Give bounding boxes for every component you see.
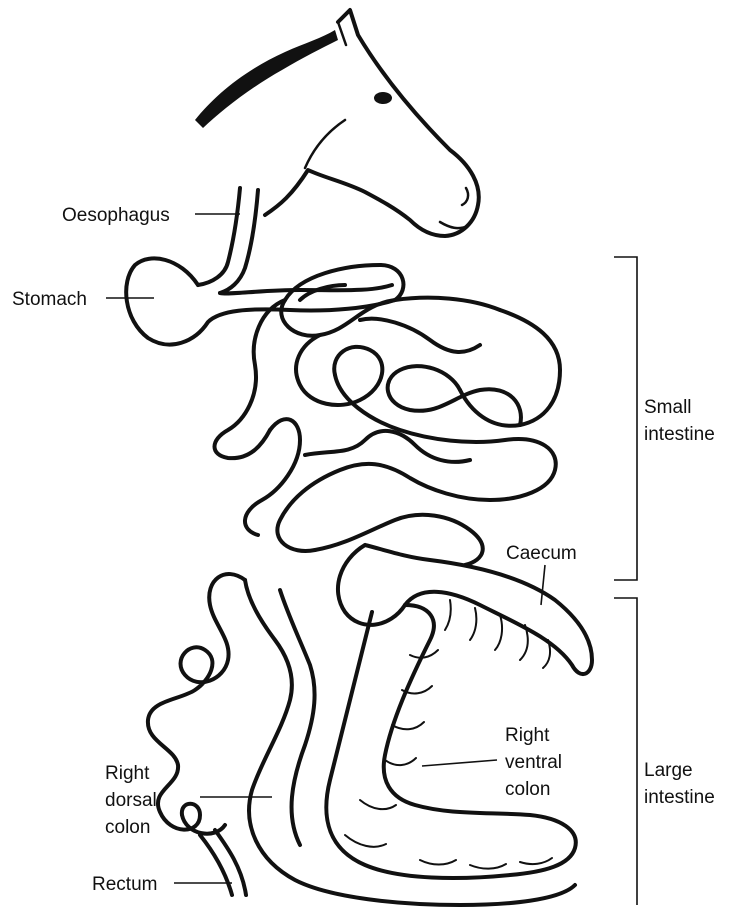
caecum-label: Caecum [506,543,577,564]
horse-mouth [440,222,468,228]
right-dorsal-colon-label-line3: colon [105,817,150,838]
oesophagus-label: Oesophagus [62,205,170,226]
large-intestine-label-line2: intestine [644,787,715,808]
small-intestine-bracket [614,257,637,580]
horse-mane [195,30,338,128]
right-dorsal-colon-label-line2: dorsal [105,790,157,811]
caecum [338,545,592,674]
horse-nostril [462,188,468,205]
rectum-label: Rectum [92,874,157,895]
horse-eye [374,92,392,104]
small-intestine-label-line2: intestine [644,424,715,445]
large-intestine-label-line1: Large [644,760,693,781]
horse-jaw [305,120,345,168]
caecum-leader [541,565,545,605]
right-ventral-colon-label-line2: ventral [505,752,562,773]
right-ventral-colon-leader [422,760,497,766]
right-ventral-colon-label-line1: Right [505,725,550,746]
small-colon [148,574,245,834]
small-intestine-label-line1: Small [644,397,692,418]
rectum [200,830,246,895]
stomach-label: Stomach [12,289,87,310]
right-dorsal-colon-label-line1: Right [105,763,150,784]
oesophagus [198,188,258,293]
stomach [126,258,395,344]
horse-ear [338,22,346,45]
large-intestine-bracket [614,598,637,905]
horse-head-outline [265,10,479,236]
right-ventral-colon-label-line3: colon [505,779,550,800]
